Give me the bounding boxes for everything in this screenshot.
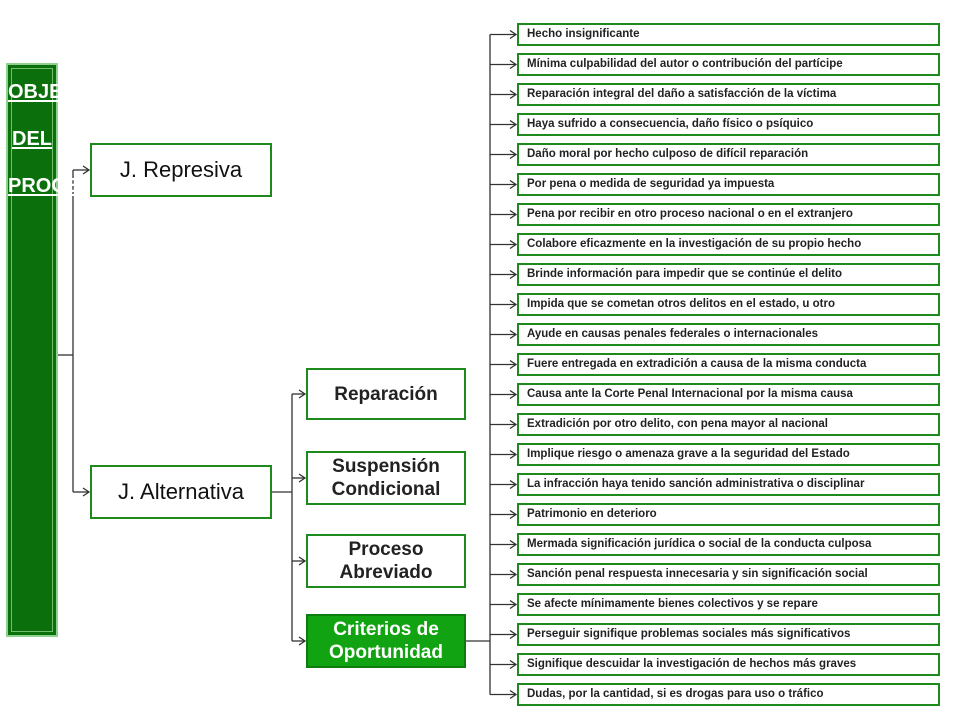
criterion-item: Sanción penal respuesta innecesaria y si… [517,563,940,586]
criterion-item: Haya sufrido a consecuencia, daño físico… [517,113,940,136]
arrow-head-icon [509,59,518,70]
node-reparacion: Reparación [306,368,466,420]
criterion-item: Fuere entregada en extradición a causa d… [517,353,940,376]
criterion-item: Por pena o medida de seguridad ya impues… [517,173,940,196]
criterion-item: Extradición por otro delito, con pena ma… [517,413,940,436]
arrow-head-icon [509,149,518,160]
node-j-represiva: J. Represiva [90,143,272,197]
arrow-head-icon [509,509,518,520]
root-node-objeto-del-proceso: OBJETO DEL PROCESO [6,63,109,637]
arrow-head-icon [82,165,91,175]
criterion-item: La infracción haya tenido sanción admini… [517,473,940,496]
criterion-item: Impida que se cometan otros delitos en e… [517,293,940,316]
criterion-item: Daño moral por hecho culposo de difícil … [517,143,940,166]
criterion-item: Reparación integral del daño a satisfacc… [517,83,940,106]
arrow-head-icon [298,473,307,483]
criterion-item: Pena por recibir en otro proceso naciona… [517,203,940,226]
arrow-head-icon [509,29,518,40]
root-node-label: OBJETO DEL PROCESO [8,81,109,197]
criterion-item: Se afecte mínimamente bienes colectivos … [517,593,940,616]
criterion-item: Colabore eficazmente en la investigación… [517,233,940,256]
arrow-head-icon [509,539,518,550]
criterion-item: Signifique descuidar la investigación de… [517,653,940,676]
arrow-head-icon [509,389,518,400]
criterion-item: Hecho insignificante [517,23,940,46]
arrow-head-icon [509,479,518,490]
node-suspension-condicional-label: Suspensión Condicional [331,456,441,500]
arrow-head-icon [509,209,518,220]
node-j-represiva-label: J. Represiva [119,157,243,182]
criterion-item: Mínima culpabilidad del autor o contribu… [517,53,940,76]
arrow-head-icon [509,629,518,640]
node-proceso-abreviado: Proceso Abreviado [306,534,466,588]
criterion-item: Implique riesgo o amenaza grave a la seg… [517,443,940,466]
arrow-head-icon [509,179,518,190]
criterion-item: Brinde información para impedir que se c… [517,263,940,286]
arrow-head-icon [509,299,518,310]
node-reparacion-label: Reparación [334,383,438,405]
arrow-head-icon [82,487,91,497]
node-proceso-abreviado-label: Proceso Abreviado [339,539,433,583]
criterion-item: Causa ante la Corte Penal Internacional … [517,383,940,406]
arrow-head-icon [509,419,518,430]
arrow-head-icon [509,659,518,670]
criterion-item: Patrimonio en deterioro [517,503,940,526]
arrow-head-icon [509,449,518,460]
arrow-head-icon [298,636,307,646]
criterion-item: Mermada significación jurídica o social … [517,533,940,556]
arrow-head-icon [298,556,307,566]
node-suspension-condicional: Suspensión Condicional [306,451,466,505]
arrow-head-icon [509,689,518,700]
arrow-head-icon [509,119,518,130]
criterion-item: Ayude en causas penales federales o inte… [517,323,940,346]
node-criterios-de-oportunidad: Criterios de Oportunidad [306,614,466,668]
arrow-head-icon [509,269,518,280]
arrow-head-icon [298,389,307,399]
arrow-head-icon [509,89,518,100]
arrow-head-icon [509,599,518,610]
arrow-head-icon [509,359,518,370]
arrow-head-icon [509,239,518,250]
criterion-item: Perseguir signifique problemas sociales … [517,623,940,646]
node-criterios-de-oportunidad-label: Criterios de Oportunidad [329,619,443,663]
node-j-alternativa: J. Alternativa [90,465,272,519]
node-j-alternativa-label: J. Alternativa [118,479,244,504]
arrow-head-icon [509,329,518,340]
criterion-item: Dudas, por la cantidad, si es drogas par… [517,683,940,706]
arrow-head-icon [509,569,518,580]
